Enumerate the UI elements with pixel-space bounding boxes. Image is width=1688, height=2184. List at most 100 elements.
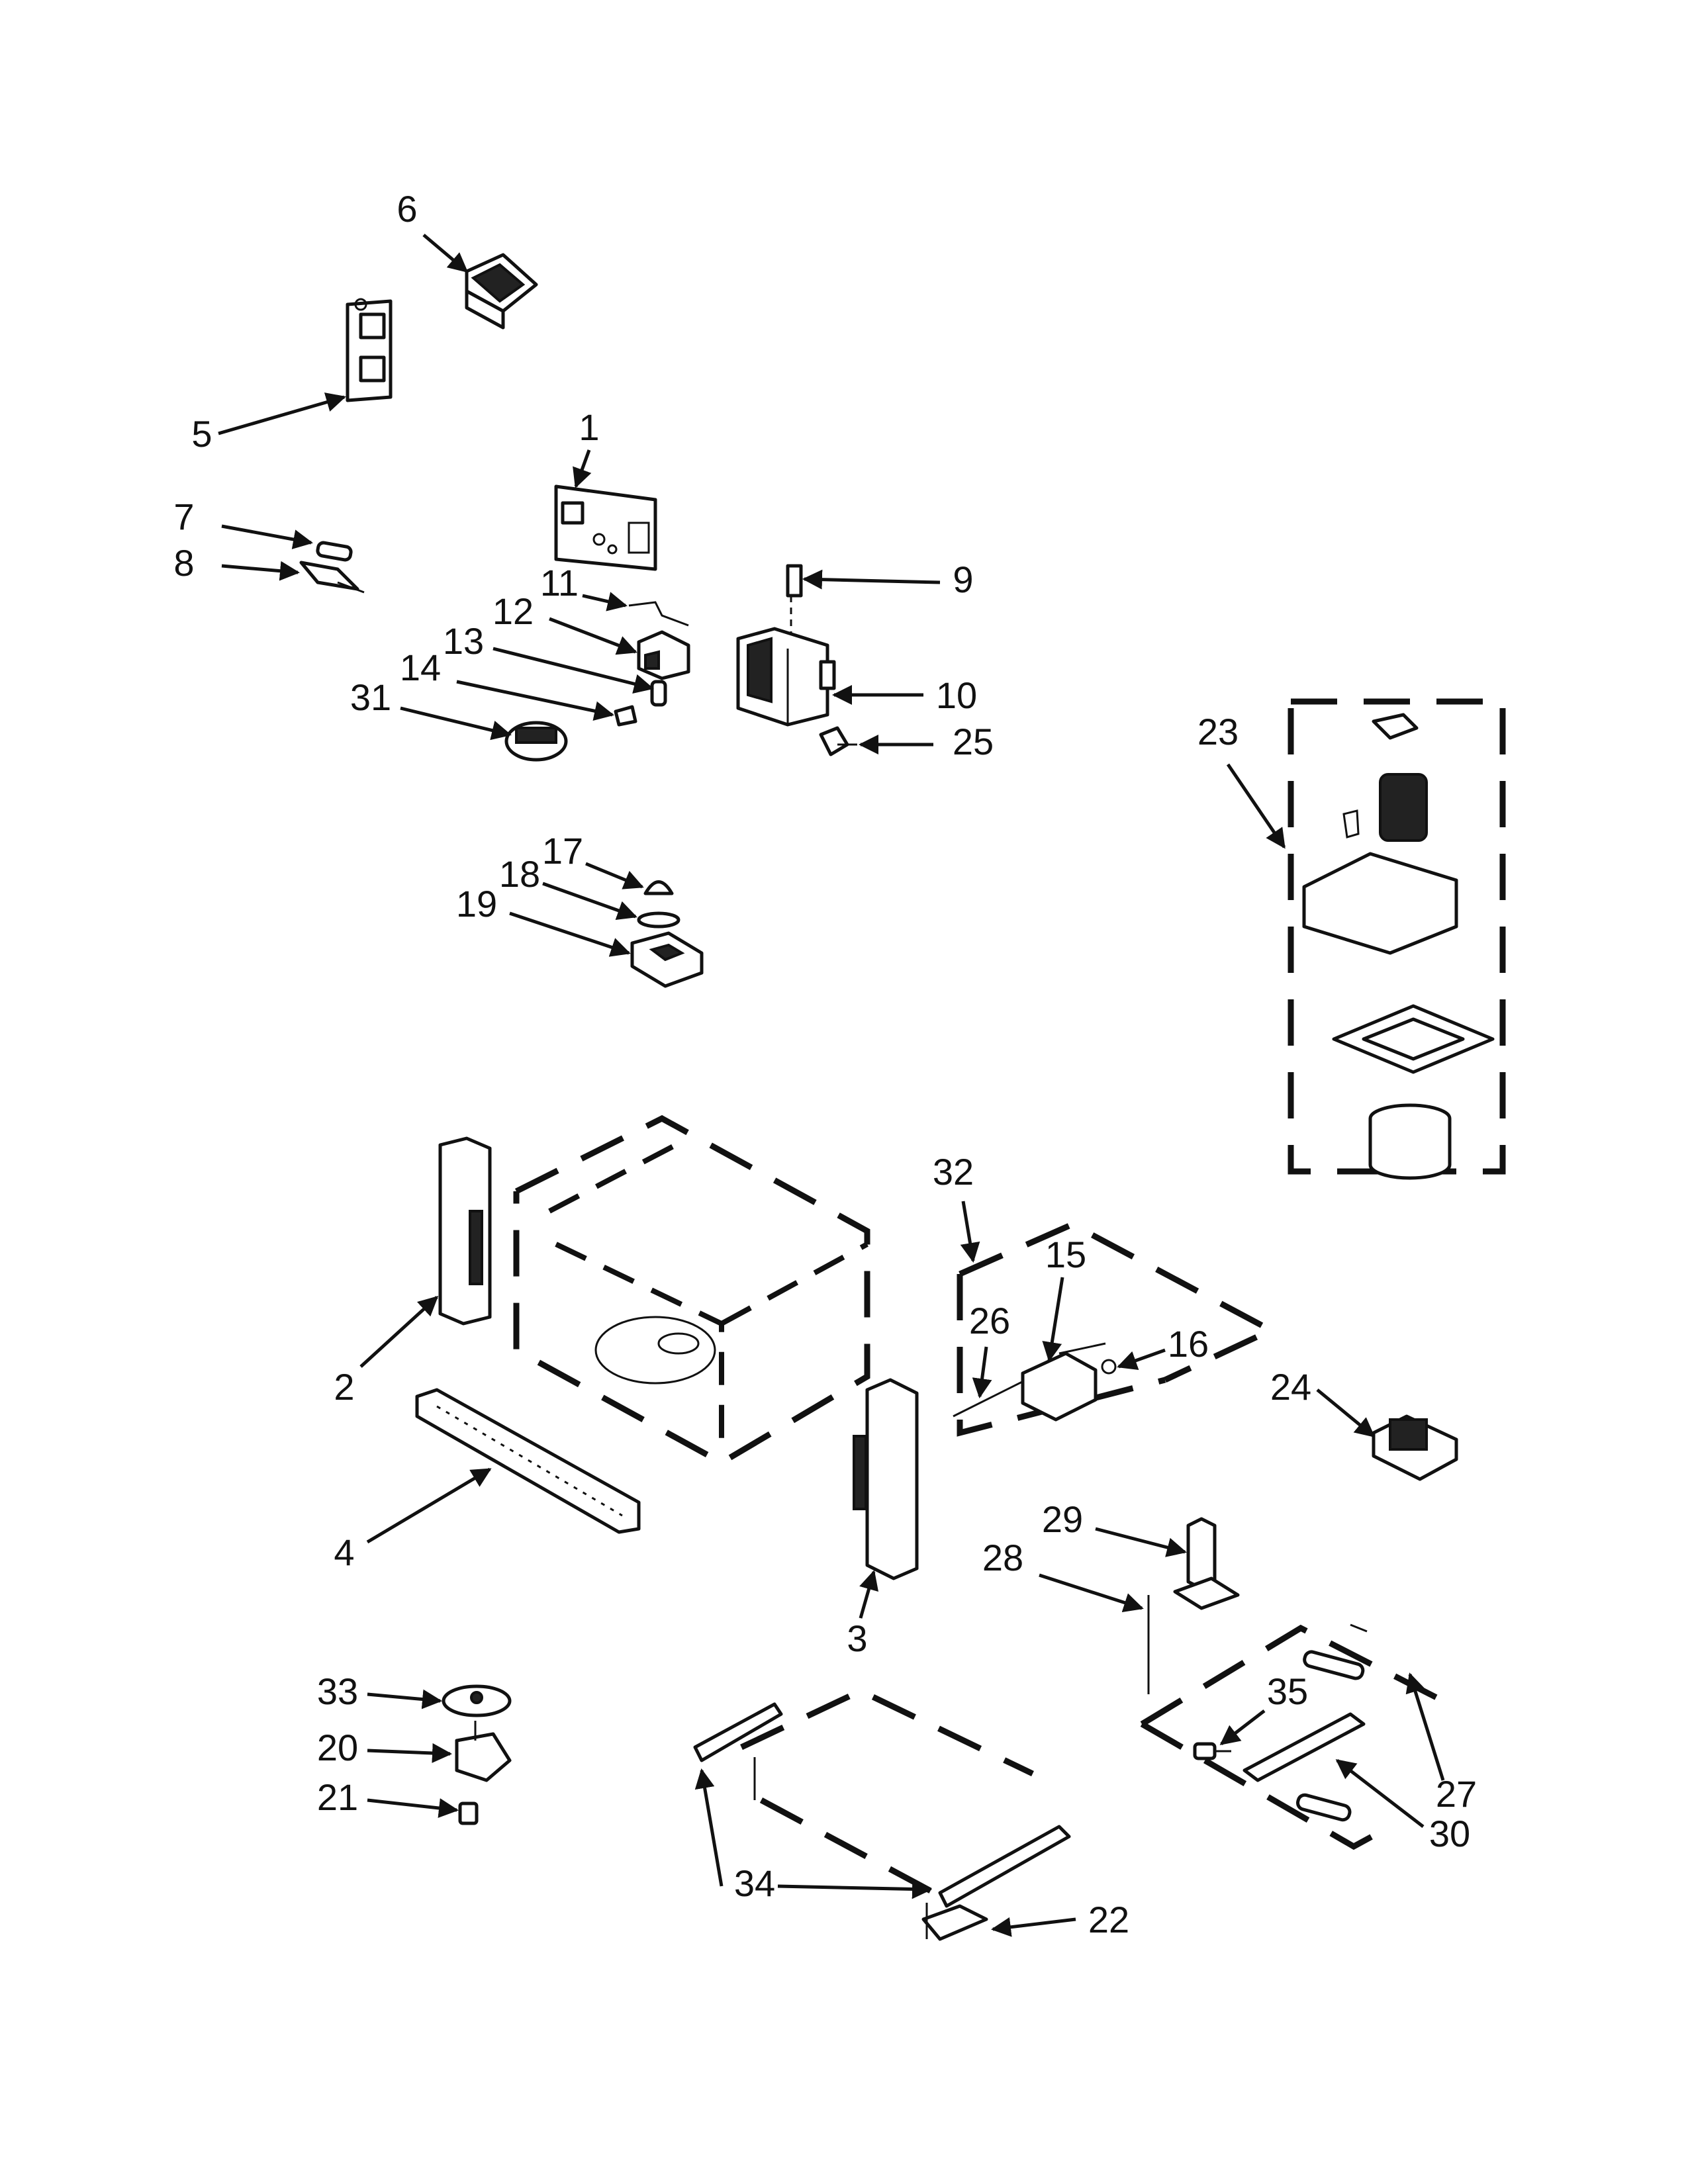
leader-34a	[694, 1768, 724, 1887]
callout-label-8: 8	[173, 542, 194, 584]
leader-27	[1405, 1672, 1445, 1781]
part-20-drawing	[455, 1721, 512, 1782]
callout-label-13: 13	[443, 620, 484, 662]
leader-2	[359, 1295, 439, 1368]
leader-8	[221, 561, 300, 581]
leader-34b	[777, 1879, 932, 1899]
callout-label-17: 17	[542, 830, 583, 872]
part-25-drawing	[819, 726, 857, 756]
leader-26	[972, 1346, 992, 1398]
callout-label-24: 24	[1270, 1366, 1311, 1408]
leader-24	[1316, 1388, 1376, 1437]
part-16-drawing	[1101, 1359, 1117, 1375]
part-29-drawing	[1173, 1517, 1240, 1610]
leader-15	[1042, 1277, 1064, 1362]
leader-5	[218, 392, 346, 435]
leader-33	[367, 1689, 442, 1709]
callout-label-35: 35	[1267, 1670, 1308, 1712]
callout-label-3: 3	[847, 1617, 867, 1659]
callout-label-14: 14	[400, 647, 441, 688]
part-12-drawing	[637, 630, 690, 680]
leader-22	[991, 1917, 1076, 1937]
part-14-drawing	[614, 705, 637, 727]
callout-label-34: 34	[734, 1862, 775, 1904]
part-3-drawing	[853, 1378, 919, 1580]
leader-19	[509, 911, 631, 957]
part-6-drawing	[465, 253, 538, 330]
callout-label-19: 19	[456, 883, 497, 925]
part-21-drawing	[458, 1801, 479, 1825]
callout-label-2: 2	[334, 1366, 354, 1408]
callout-label-20: 20	[317, 1727, 358, 1768]
leader-1	[573, 449, 592, 488]
callout-label-31: 31	[350, 676, 391, 718]
leader-14	[456, 680, 614, 721]
callout-label-9: 9	[953, 559, 973, 600]
callout-label-12: 12	[492, 590, 534, 632]
leader-30	[1335, 1759, 1425, 1828]
callout-label-25: 25	[953, 721, 994, 762]
callout-label-11: 11	[540, 562, 579, 604]
callout-label-15: 15	[1045, 1234, 1086, 1275]
cavity-drawing	[513, 1115, 870, 1467]
leader-6	[422, 234, 469, 273]
part-34-drawing	[693, 1688, 1071, 1908]
callout-label-27: 27	[1436, 1773, 1477, 1815]
leader-29	[1095, 1527, 1187, 1557]
callout-label-6: 6	[397, 188, 417, 230]
part-31-drawing	[504, 721, 568, 762]
leader-35	[1219, 1709, 1266, 1745]
callout-label-30: 30	[1429, 1813, 1470, 1854]
callout-label-33: 33	[317, 1670, 358, 1712]
part-11-drawing	[628, 601, 689, 627]
part-1-drawing	[554, 484, 657, 571]
callout-label-22: 22	[1088, 1899, 1129, 1940]
part-13-drawing	[650, 680, 667, 707]
part-19-drawing	[630, 931, 704, 988]
leader-32	[960, 1201, 980, 1263]
callout-label-32: 32	[933, 1151, 974, 1193]
leader-16	[1117, 1348, 1166, 1371]
callout-label-5: 5	[191, 413, 212, 455]
leader-11	[582, 592, 628, 612]
part-5-drawing	[346, 298, 393, 402]
callout-label-28: 28	[982, 1537, 1023, 1578]
callout-label-10: 10	[936, 674, 977, 716]
leader-3	[859, 1570, 879, 1619]
callout-label-18: 18	[499, 853, 540, 895]
leader-23	[1226, 763, 1286, 849]
part-9-drawing	[786, 564, 803, 635]
leader-31	[400, 706, 512, 741]
leader-20	[367, 1743, 452, 1763]
leader-28	[1039, 1573, 1144, 1612]
leader-17	[585, 862, 644, 889]
callout-label-7: 7	[173, 496, 194, 537]
leader-18	[542, 882, 637, 921]
part-15-drawing	[1021, 1342, 1106, 1422]
part-33-drawing	[442, 1684, 512, 1717]
part-24-drawing	[1372, 1414, 1458, 1481]
callout-label-21: 21	[317, 1776, 358, 1818]
part-8-drawing	[299, 561, 365, 594]
part-10-drawing	[736, 627, 836, 727]
callout-label-16: 16	[1168, 1323, 1209, 1365]
part-30-drawing	[1243, 1712, 1366, 1822]
callout-label-1: 1	[579, 406, 599, 448]
callout-labels: 1 2 3 4 5 6 7 8 9 10 11 12 13 14 15 16 1…	[173, 188, 1477, 1940]
part-23-drawing	[1288, 698, 1506, 1180]
callout-label-23: 23	[1197, 711, 1239, 752]
callout-label-26: 26	[969, 1300, 1010, 1342]
leader-4	[366, 1467, 492, 1544]
part-27-drawing	[1140, 1623, 1445, 1850]
part-4-drawing	[415, 1388, 641, 1534]
part-18-drawing	[637, 911, 680, 929]
part-7-drawing	[316, 541, 353, 562]
leader-13	[492, 647, 654, 694]
callout-label-4: 4	[334, 1531, 354, 1573]
leader-7	[221, 524, 313, 549]
part-2-drawing	[438, 1136, 492, 1326]
part-35-drawing	[1193, 1742, 1231, 1760]
callout-label-29: 29	[1042, 1498, 1083, 1540]
leader-lines	[218, 234, 1445, 1937]
